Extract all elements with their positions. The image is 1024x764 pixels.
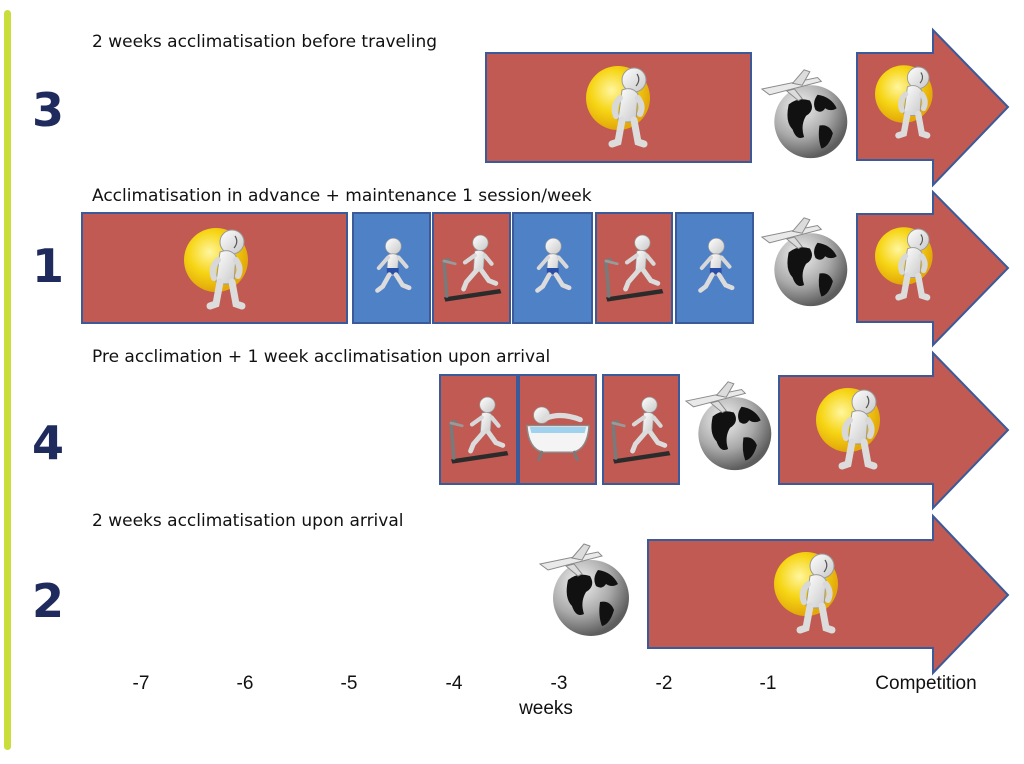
globe-airplane-icon (685, 381, 772, 471)
training-block (352, 212, 431, 324)
globe-airplane-icon (761, 69, 848, 159)
row-caption-4: Pre acclimation + 1 week acclimatisation… (92, 347, 551, 367)
week-tick: -7 (132, 673, 150, 694)
competition-label: Competition (875, 673, 977, 694)
heat-block (432, 212, 511, 324)
week-tick: -1 (759, 673, 777, 694)
strategy-number-2: 2 (31, 574, 64, 628)
row-4-timeline (439, 350, 1010, 511)
row-caption-1: Acclimatisation in advance + maintenance… (92, 186, 592, 206)
row-caption-3: 2 weeks acclimatisation before traveling (92, 32, 438, 52)
strategy-number-3: 3 (31, 83, 64, 137)
axis-label-weeks: weeks (519, 698, 573, 719)
competition-arrow (778, 350, 1010, 511)
row-2-timeline (539, 513, 1010, 676)
strategy-number-1: 1 (31, 239, 64, 293)
week-tick: -5 (340, 673, 358, 694)
heat-block (602, 374, 680, 485)
globe-airplane-icon (539, 543, 630, 637)
heat-block (595, 212, 673, 324)
row-caption-2: 2 weeks acclimatisation upon arrival (92, 511, 404, 531)
strategy-number-4: 4 (31, 416, 64, 470)
week-tick: -4 (445, 673, 463, 694)
row-1-timeline (81, 189, 1010, 348)
left-accent-line (4, 10, 11, 750)
week-tick: -3 (550, 673, 568, 694)
globe-airplane-icon (761, 217, 848, 307)
heat-block (439, 374, 518, 485)
week-tick: -6 (236, 673, 254, 694)
week-tick: -2 (655, 673, 673, 694)
row-3-timeline (485, 27, 1010, 188)
